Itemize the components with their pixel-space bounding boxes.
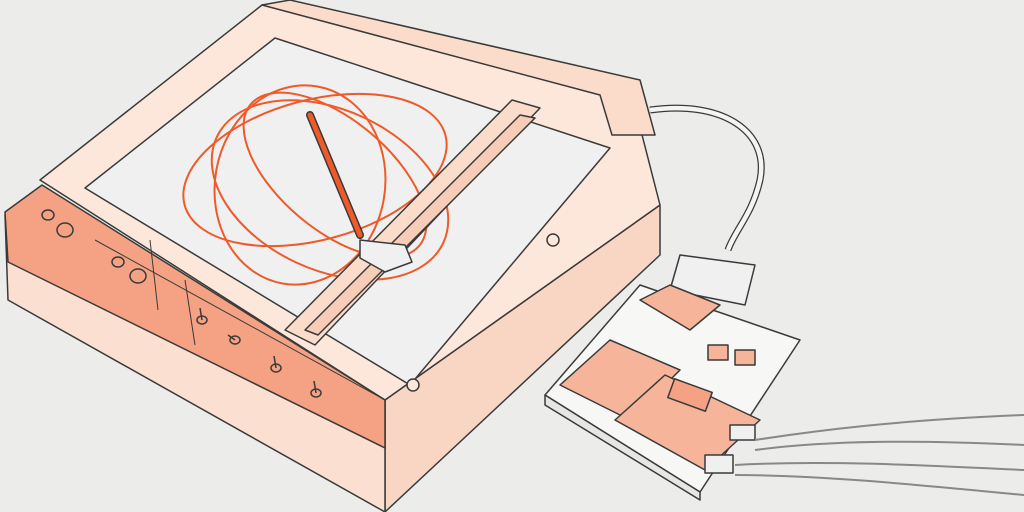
wires bbox=[734, 414, 1024, 496]
pcb-adapter bbox=[639, 284, 721, 331]
plotter-back-ridge bbox=[261, 0, 656, 136]
control-knobs bbox=[41, 209, 147, 284]
pen-carriage bbox=[359, 239, 413, 273]
pen bbox=[306, 111, 364, 239]
screw bbox=[406, 378, 420, 392]
front-control-panel bbox=[4, 184, 386, 449]
db25-connector bbox=[669, 254, 756, 306]
plotter-body bbox=[4, 0, 661, 512]
gantry-arm bbox=[284, 99, 541, 346]
usb-port bbox=[704, 454, 734, 474]
raspberry-pi-board bbox=[614, 374, 761, 471]
toggle-switches bbox=[196, 307, 322, 398]
usb-port bbox=[729, 424, 756, 441]
screw bbox=[546, 233, 560, 247]
plotted-ellipses bbox=[182, 84, 450, 286]
